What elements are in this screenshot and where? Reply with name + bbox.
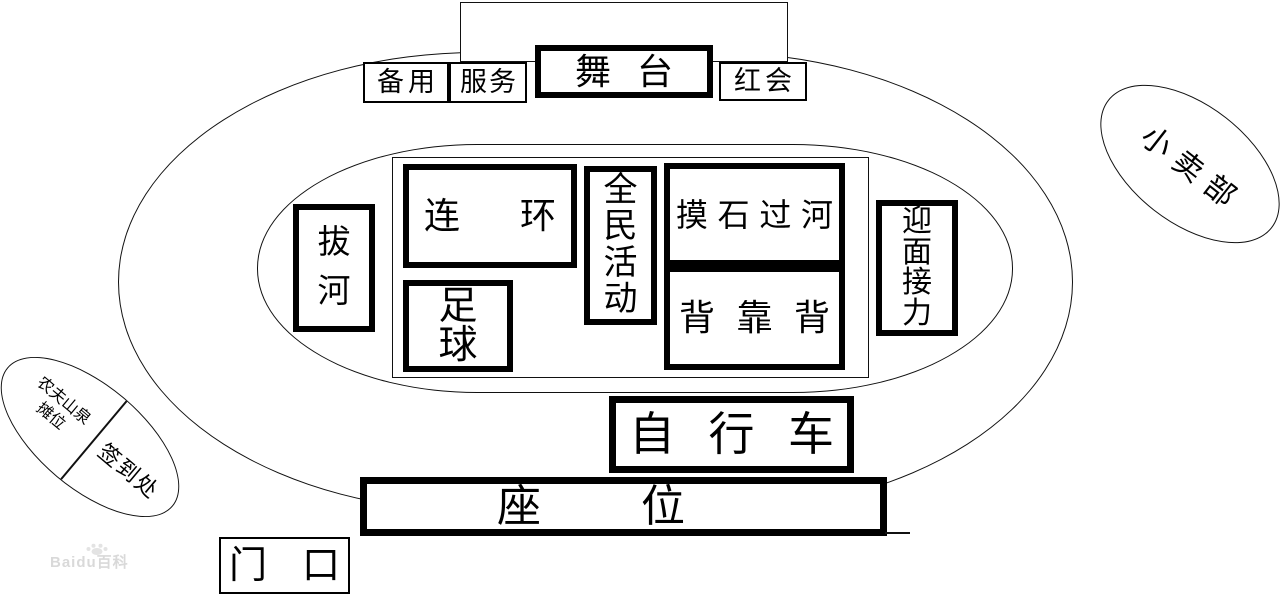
stone-river-box: 摸石过河: [664, 163, 845, 266]
shop-ellipse: 小卖部: [1071, 53, 1280, 275]
back-to-back-label: 背靠背: [679, 298, 830, 338]
service-room-box: 服务: [449, 62, 527, 103]
chain-rings-label: 连环: [424, 196, 556, 236]
seats-baseline-stub: [885, 532, 910, 534]
back-to-back-box: 背靠背: [664, 266, 845, 370]
entrance-box: 门口: [219, 537, 350, 594]
seats-label: 座位: [497, 481, 685, 531]
backup-room-box: 备用: [363, 62, 449, 103]
entrance-label: 门口: [229, 544, 340, 587]
national-fitness-label: 全民活动: [603, 172, 638, 318]
bicycle-box: 自行车: [609, 396, 854, 473]
backup-room-label: 备用: [377, 67, 435, 97]
service-room-label: 服务: [460, 67, 516, 97]
stone-river-label: 摸石过河: [676, 196, 833, 233]
baidu-paw-icon: [86, 543, 108, 555]
tug-of-war-label: 拔河: [317, 224, 351, 311]
red-cross-label: 红会: [734, 66, 792, 96]
tug-of-war-box: 拔河: [293, 204, 375, 332]
track-inner-ring: [257, 144, 1013, 393]
shop-label: 小卖部: [1134, 119, 1250, 220]
red-cross-box: 红会: [719, 62, 807, 101]
sign-in-label: 签到处: [93, 438, 165, 505]
shuttle-relay-box: 迎面接力: [876, 200, 958, 336]
national-fitness-box: 全民活动: [584, 166, 657, 325]
football-label: 足球: [438, 284, 478, 368]
chain-rings-box: 连环: [403, 164, 577, 268]
football-box: 足球: [403, 280, 513, 372]
shuttle-relay-label: 迎面接力: [902, 204, 932, 331]
watermark: Baidu百科: [50, 543, 129, 570]
bicycle-label: 自行车: [629, 408, 834, 460]
stage-label: 舞台: [575, 51, 673, 92]
seats-box: 座位: [360, 477, 887, 536]
watermark-text: Baidu百科: [50, 554, 129, 571]
stage-box: 舞台: [535, 45, 713, 98]
